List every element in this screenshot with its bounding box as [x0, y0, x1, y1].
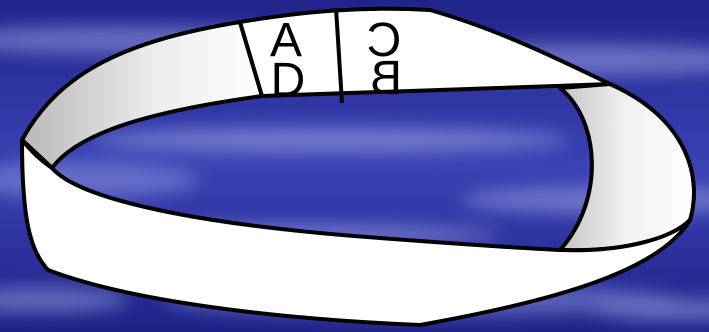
- label-d: D: [271, 54, 306, 107]
- label-b-mirrored: B: [370, 52, 402, 105]
